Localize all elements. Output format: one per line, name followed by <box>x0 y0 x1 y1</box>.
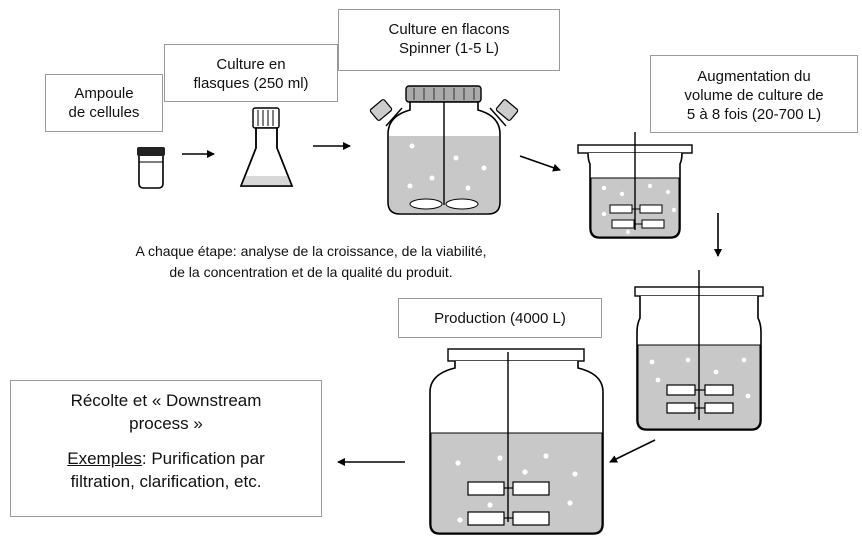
label-flasques-line1: Culture en <box>216 56 286 73</box>
spinner-flask-icon <box>369 85 519 215</box>
label-augmentation-line2: volume de culture de <box>684 87 824 104</box>
bioreactor-medium-icon <box>634 270 764 431</box>
bioreactor-production-icon <box>429 348 604 535</box>
label-spinner-line1: Culture en flacons <box>388 21 510 38</box>
recolte-line4: filtration, clarification, etc. <box>70 472 262 491</box>
label-production-text: Production (4000 L) <box>434 310 566 327</box>
recolte-line1: Récolte et « Downstream <box>70 391 262 410</box>
recolte-line3: Exemples: Purification par <box>11 447 321 470</box>
analysis-note: A chaque étape: analyse de la croissance… <box>0 241 622 283</box>
label-augmentation-line3: 5 à 8 fois (20-700 L) <box>686 106 822 123</box>
label-flasques-line2: flasques (250 ml) <box>193 75 309 92</box>
arrow-5 <box>609 439 656 463</box>
recolte-line2: process » <box>129 414 203 433</box>
label-ampoule: Ampoule de cellules <box>45 74 163 132</box>
flask-icon <box>239 107 294 187</box>
label-spinner: Culture en flacons Spinner (1-5 L) <box>338 9 560 71</box>
examples-text: : Purification par <box>141 449 265 468</box>
examples-label: Exemples <box>67 449 142 468</box>
label-augmentation-line1: Augmentation du <box>697 68 811 85</box>
label-production: Production (4000 L) <box>398 298 602 338</box>
label-ampoule-line1: Ampoule <box>74 85 134 102</box>
vial-icon <box>137 147 165 189</box>
arrow-3 <box>519 155 561 172</box>
label-recolte: Récolte et « Downstream process » Exempl… <box>10 380 322 517</box>
label-ampoule-line2: de cellules <box>68 104 140 121</box>
analysis-note-line1: A chaque étape: analyse de la croissance… <box>135 243 487 259</box>
analysis-note-line2: de la concentration et de la qualité du … <box>169 264 453 280</box>
bioreactor-small-icon <box>577 132 693 239</box>
label-spinner-line2: Spinner (1-5 L) <box>398 40 500 57</box>
label-augmentation: Augmentation du volume de culture de 5 à… <box>650 55 858 133</box>
label-flasques: Culture en flasques (250 ml) <box>164 44 338 102</box>
